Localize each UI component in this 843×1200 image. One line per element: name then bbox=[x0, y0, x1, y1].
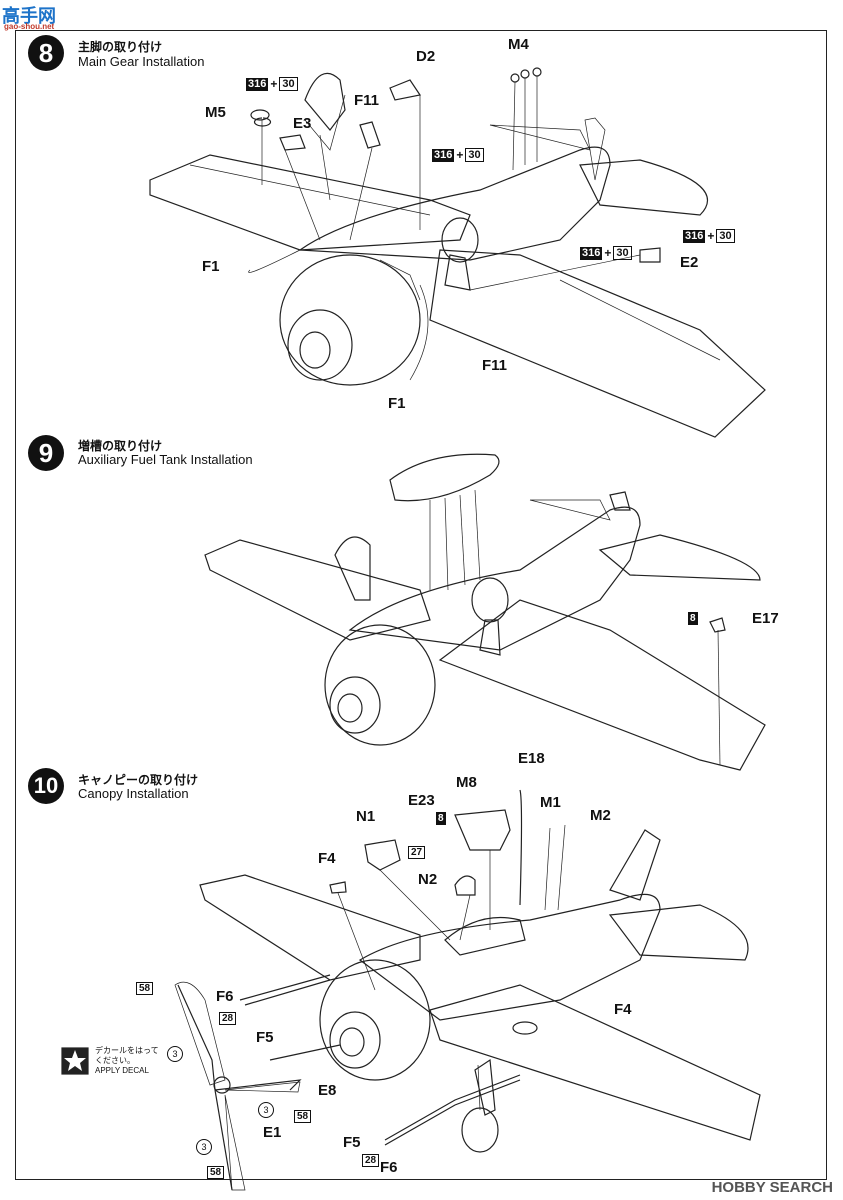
step-10-badge: 10 bbox=[28, 768, 64, 804]
paint-28-a: 28 bbox=[219, 1012, 237, 1025]
paint-28-b: 28 bbox=[362, 1154, 380, 1167]
label-m4: M4 bbox=[508, 36, 529, 53]
step9-aircraft bbox=[204, 453, 766, 771]
label-f4-top: F4 bbox=[318, 850, 336, 867]
label-e23: E23 bbox=[408, 792, 435, 809]
label-n2: N2 bbox=[418, 871, 438, 888]
watermark-site: 高手网 bbox=[2, 6, 56, 27]
label-e18: E18 bbox=[518, 750, 545, 767]
watermark-url: gao-shou.net bbox=[4, 22, 55, 31]
label-f6-top: F6 bbox=[216, 988, 234, 1005]
star-insignia bbox=[61, 1047, 89, 1075]
watermark-hobby-search: HOBBY SEARCH bbox=[711, 1179, 833, 1196]
paint-3-b: 3 bbox=[258, 1102, 274, 1118]
label-f1-left: F1 bbox=[202, 258, 220, 275]
paint-58-a: 58 bbox=[136, 982, 154, 995]
label-n1: N1 bbox=[356, 808, 376, 825]
step8-aircraft bbox=[149, 67, 766, 438]
paint-58-b: 58 bbox=[294, 1110, 312, 1123]
paint-code-4: 316+30 bbox=[683, 229, 735, 243]
paint-3-c: 3 bbox=[196, 1139, 212, 1155]
step-10-title-jp: キャノピーの取り付け bbox=[78, 773, 199, 787]
step-8-title-en: Main Gear Installation bbox=[78, 54, 205, 69]
label-f5-top: F5 bbox=[256, 1029, 274, 1046]
paint-3-a: 3 bbox=[167, 1046, 183, 1062]
step-8-badge: 8 bbox=[28, 35, 64, 71]
paint-e23: 8 bbox=[436, 812, 446, 825]
label-f4-right: F4 bbox=[614, 1001, 632, 1018]
step-9-badge: 9 bbox=[28, 435, 64, 471]
label-f1-bottom: F1 bbox=[388, 395, 406, 412]
paint-e17: 8 bbox=[688, 612, 698, 625]
label-f11-top: F11 bbox=[354, 92, 380, 109]
label-e3: E3 bbox=[293, 115, 312, 132]
paint-code-3: 316+30 bbox=[580, 246, 632, 260]
step10-aircraft bbox=[174, 789, 761, 1191]
label-m2: M2 bbox=[590, 807, 611, 824]
paint-code-2: 316+30 bbox=[432, 148, 484, 162]
label-e2: E2 bbox=[680, 254, 699, 271]
label-e17: E17 bbox=[752, 610, 779, 627]
label-e1: E1 bbox=[263, 1124, 282, 1141]
paint-code-1: 316+30 bbox=[246, 77, 298, 91]
label-d2: D2 bbox=[416, 48, 436, 65]
step-8-title-jp: 主脚の取り付け bbox=[78, 40, 163, 54]
label-e8: E8 bbox=[318, 1082, 337, 1099]
step-9-title-jp: 増槽の取り付け bbox=[78, 439, 163, 453]
step-10-title-en: Canopy Installation bbox=[78, 786, 189, 801]
paint-58-c: 58 bbox=[207, 1166, 225, 1179]
page-border bbox=[15, 30, 827, 1180]
label-f6-bottom: F6 bbox=[380, 1159, 398, 1176]
step-9-title-en: Auxiliary Fuel Tank Installation bbox=[78, 452, 253, 467]
label-f11-bottom: F11 bbox=[482, 357, 508, 374]
decal-note: デカールをはって ください。 APPLY DECAL bbox=[95, 1046, 159, 1075]
label-f5-bottom: F5 bbox=[343, 1134, 361, 1151]
label-m8: M8 bbox=[456, 774, 477, 791]
label-m5: M5 bbox=[205, 104, 226, 121]
paint-e23-2: 27 bbox=[408, 846, 426, 859]
label-m1: M1 bbox=[540, 794, 561, 811]
